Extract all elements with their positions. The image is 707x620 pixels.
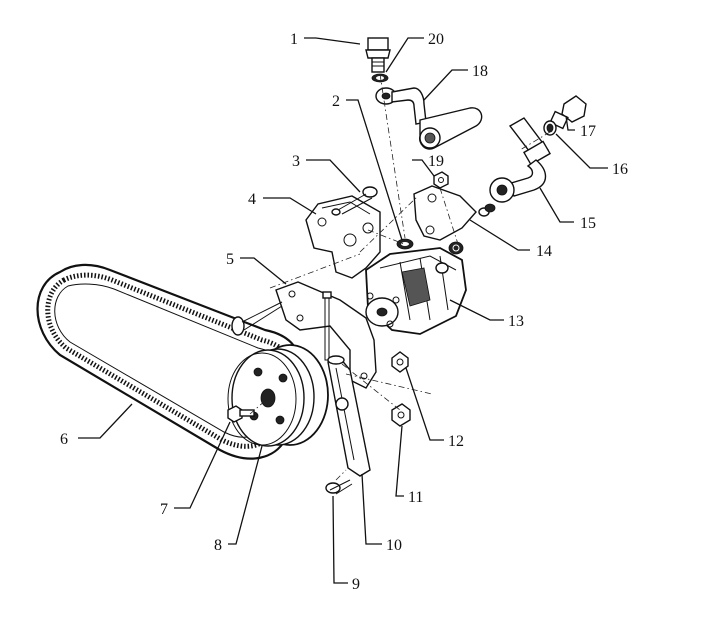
- callout-9: 9: [352, 576, 360, 593]
- callout-13: 13: [508, 313, 524, 330]
- callout-4: 4: [248, 191, 256, 208]
- bracket-bolt-vertical: [322, 291, 332, 361]
- pressure-hose: [489, 117, 551, 203]
- assembly-axes: [249, 73, 551, 481]
- washer-20: [371, 73, 389, 83]
- callout-19: 19: [428, 153, 444, 170]
- rear-bracket: [413, 185, 477, 241]
- bracket-bolt-3: [331, 186, 378, 216]
- leader-lines: [78, 37, 608, 584]
- callout-2: 2: [332, 93, 340, 110]
- mounting-bracket: [275, 281, 377, 389]
- washer-16: [543, 120, 557, 136]
- callout-8: 8: [214, 537, 222, 554]
- callout-14: 14: [536, 243, 552, 260]
- callout-17: 17: [580, 123, 596, 140]
- nut-19: [433, 171, 449, 189]
- supply-hose: [375, 87, 483, 150]
- callout-12: 12: [448, 433, 464, 450]
- callout-1: 1: [290, 31, 298, 48]
- power-steering-pump: [365, 247, 467, 335]
- callout-6: 6: [60, 431, 68, 448]
- nut-11: [391, 403, 411, 427]
- fitting-washers: [448, 203, 496, 255]
- banjo-bolt-1: [365, 37, 391, 73]
- nut-12: [391, 351, 409, 373]
- adjusting-strap: [327, 355, 371, 477]
- callout-3: 3: [292, 153, 300, 170]
- washer-2: [396, 238, 414, 250]
- callout-16: 16: [612, 161, 628, 178]
- pump-bracket: [305, 195, 381, 279]
- callout-10: 10: [386, 537, 402, 554]
- callout-18: 18: [472, 63, 488, 80]
- callout-20: 20: [428, 31, 444, 48]
- strap-bolt: [325, 479, 353, 495]
- callout-labels: 1 20 18 2 17 3 19 16 4 15 14 5 13 6 12 1…: [60, 31, 628, 593]
- bracket-bolt-left: [231, 301, 283, 336]
- callout-5: 5: [226, 251, 234, 268]
- callout-7: 7: [160, 501, 168, 518]
- pulley: [227, 344, 329, 447]
- pulley-bolt: [227, 405, 255, 423]
- callout-15: 15: [580, 215, 596, 232]
- callout-11: 11: [408, 489, 423, 506]
